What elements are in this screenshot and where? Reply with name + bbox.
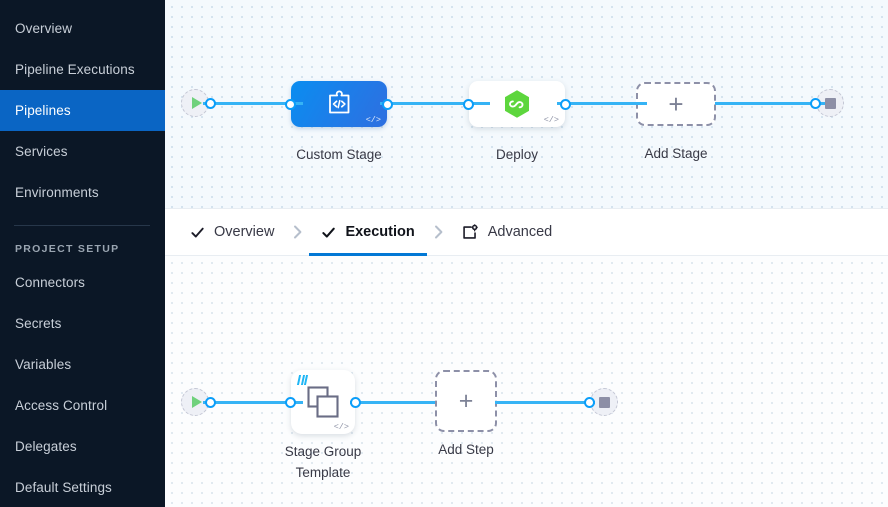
step-canvas[interactable]: </> Stage Group Template + Add Step	[165, 256, 888, 507]
deploy-stage-code-badge: </>	[543, 114, 559, 125]
pipeline-end-node[interactable]	[810, 89, 844, 117]
sidebar-item-delegates[interactable]: Delegates	[0, 426, 165, 467]
sidebar-item-label: Access Control	[15, 398, 108, 413]
stage-node-custom-stage[interactable]: </> Custom Stage	[285, 81, 393, 162]
edge-custom-stage-to-deploy	[380, 102, 490, 105]
sidebar-item-label: Secrets	[15, 316, 62, 331]
edge-start-to-stage-group	[203, 401, 303, 404]
template-indicator-icon	[296, 375, 310, 385]
tab-execution[interactable]: Execution	[309, 209, 428, 256]
sidebar-item-pipeline-executions[interactable]: Pipeline Executions	[0, 49, 165, 90]
sidebar-item-label: Variables	[15, 357, 72, 372]
sidebar-divider	[14, 225, 150, 226]
step-start-node-port[interactable]	[205, 396, 216, 408]
step-end-node-port[interactable]	[584, 396, 595, 408]
add-stage-box[interactable]: +	[636, 82, 716, 126]
step-end-node[interactable]	[584, 388, 618, 416]
tab-overview[interactable]: Overview	[178, 209, 286, 255]
deploy-stage-label: Deploy	[495, 147, 539, 162]
chevron-right-icon	[434, 225, 443, 239]
play-icon	[191, 396, 202, 408]
stage-group-template-label: Stage Group Template	[284, 444, 362, 480]
sidebar-item-label: Overview	[15, 21, 73, 36]
sidebar-item-label: Pipelines	[15, 103, 71, 118]
play-icon	[191, 97, 202, 109]
step-node-stage-group-template[interactable]: </> Stage Group Template	[285, 370, 361, 480]
add-stage-label: Add Stage	[644, 146, 708, 161]
end-node-circle	[816, 89, 844, 117]
main-content: </> Custom Stage </> Deploy	[165, 0, 888, 507]
custom-stage-output-port[interactable]	[382, 98, 393, 110]
sidebar-item-environments[interactable]: Environments	[0, 172, 165, 213]
sidebar-item-connectors[interactable]: Connectors	[0, 262, 165, 303]
stage-canvas[interactable]: </> Custom Stage </> Deploy	[165, 0, 888, 208]
tab-separator-1	[286, 209, 309, 255]
pipeline-start-node[interactable]	[181, 89, 216, 117]
stage-tabs: Overview Execution	[165, 208, 888, 256]
sidebar-item-pipelines[interactable]: Pipelines	[0, 90, 165, 131]
stage-group-output-port[interactable]	[350, 396, 361, 408]
stage-group-input-port[interactable]	[285, 396, 296, 408]
tab-label: Overview	[214, 224, 275, 240]
plus-icon: +	[458, 386, 474, 415]
custom-stage-code-badge: </>	[365, 114, 381, 125]
edge-add-step-to-end	[495, 401, 595, 404]
sidebar-item-label: Delegates	[15, 439, 77, 454]
deploy-hexagon-infinity-icon	[505, 90, 529, 118]
step-node-add-step[interactable]: + Add Step	[435, 370, 497, 457]
sidebar-item-overview[interactable]: Overview	[0, 8, 165, 49]
sidebar: Overview Pipeline Executions Pipelines S…	[0, 0, 165, 507]
advanced-card-gear-icon	[463, 223, 478, 239]
sidebar-item-default-settings[interactable]: Default Settings	[0, 467, 165, 507]
custom-stage-input-port[interactable]	[285, 98, 296, 110]
sidebar-item-secrets[interactable]: Secrets	[0, 303, 165, 344]
check-icon	[322, 227, 336, 238]
stop-icon	[598, 396, 610, 408]
stop-icon	[824, 97, 836, 109]
sidebar-item-label: Pipeline Executions	[15, 62, 135, 77]
sidebar-item-label: Services	[15, 144, 68, 159]
stage-node-add-stage[interactable]: + Add Stage	[636, 82, 716, 161]
end-node-port[interactable]	[810, 97, 821, 109]
tab-separator-2	[427, 209, 450, 255]
tab-advanced[interactable]: Advanced	[450, 209, 565, 255]
check-icon	[191, 227, 204, 237]
tab-label: Execution	[345, 224, 415, 240]
edge-add-stage-to-end	[715, 102, 825, 105]
plus-icon: +	[668, 89, 684, 119]
edge-stage-group-to-add-step	[350, 401, 435, 404]
sidebar-item-label: Default Settings	[15, 480, 112, 495]
sidebar-item-services[interactable]: Services	[0, 131, 165, 172]
custom-stage-code-icon	[329, 90, 350, 114]
step-start-node[interactable]	[181, 388, 216, 416]
start-node-port[interactable]	[205, 97, 216, 109]
edge-deploy-to-add-stage	[557, 102, 647, 105]
sidebar-item-access-control[interactable]: Access Control	[0, 385, 165, 426]
sidebar-item-label: Environments	[15, 185, 99, 200]
custom-stage-label: Custom Stage	[296, 147, 382, 162]
sidebar-item-variables[interactable]: Variables	[0, 344, 165, 385]
sidebar-section-project-setup: PROJECT SETUP	[15, 243, 120, 255]
add-step-box[interactable]: +	[435, 370, 497, 432]
layers-template-icon	[307, 386, 339, 418]
deploy-stage-output-port[interactable]	[560, 98, 571, 110]
custom-stage-box[interactable]: </>	[291, 81, 387, 127]
stage-group-code-badge: </>	[333, 421, 349, 432]
chevron-right-icon	[294, 225, 302, 239]
tab-label: Advanced	[487, 224, 553, 240]
add-step-label: Add Step	[438, 442, 494, 457]
edge-start-to-custom-stage	[203, 102, 303, 105]
deploy-stage-input-port[interactable]	[463, 98, 474, 110]
sidebar-item-label: Connectors	[15, 275, 86, 290]
